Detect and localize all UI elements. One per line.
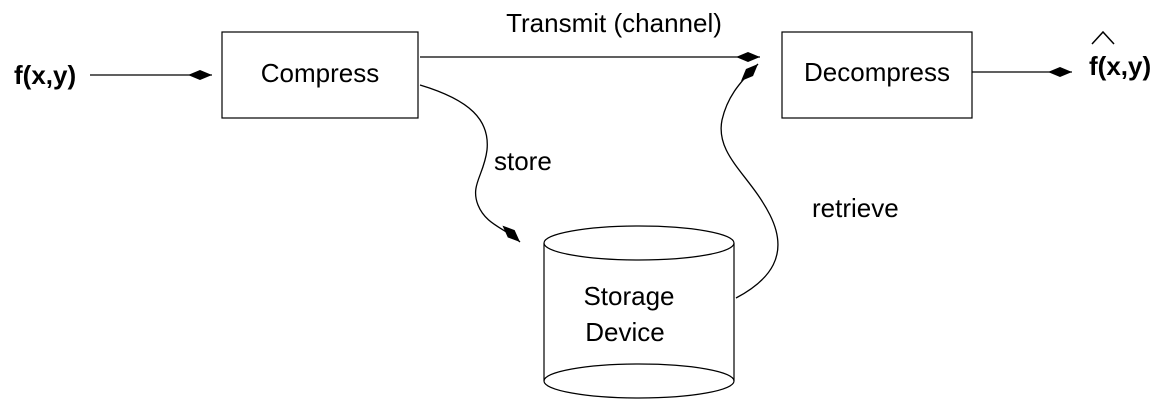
output-label: f(x,y) xyxy=(1089,51,1151,81)
transmit-label: Transmit (channel) xyxy=(506,8,722,38)
retrieve-label: retrieve xyxy=(812,193,899,223)
storage-label-line1: Storage xyxy=(583,281,674,311)
decompress-label: Decompress xyxy=(804,57,950,87)
hat-accent-icon xyxy=(1091,30,1115,45)
storage-label-line2: Device xyxy=(585,317,664,347)
store-label: store xyxy=(494,146,552,176)
input-label: f(x,y) xyxy=(14,60,76,90)
store-arrow xyxy=(419,84,521,243)
compress-label: Compress xyxy=(261,58,379,88)
compress-box xyxy=(221,31,419,119)
decompress-box xyxy=(781,31,973,119)
retrieve-arrow xyxy=(720,63,779,299)
storage-device-cylinder xyxy=(543,225,735,399)
